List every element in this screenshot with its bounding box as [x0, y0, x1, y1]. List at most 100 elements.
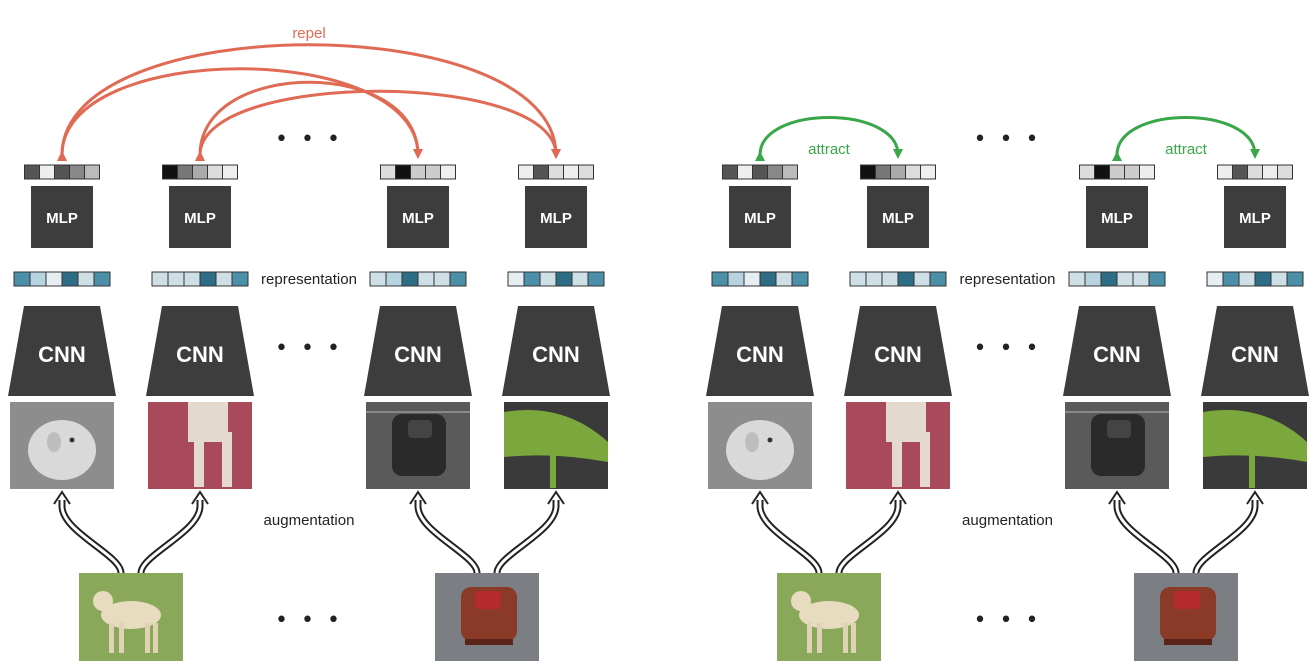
projection-cell [39, 164, 55, 180]
representation-cell [571, 271, 589, 287]
projection-cell [207, 164, 223, 180]
mlp-label: MLP [540, 210, 572, 227]
projection-cell [425, 164, 441, 180]
augmented-view-image [846, 402, 950, 489]
mlp-block [867, 186, 929, 248]
ellipsis-bottom: • • • [275, 608, 343, 633]
chair-shape [1091, 414, 1145, 476]
projection-cell [782, 164, 798, 180]
dog-shape [726, 420, 794, 480]
augmented-view-image [10, 402, 114, 489]
cnn-block [146, 306, 254, 396]
representation-cell [61, 271, 79, 287]
attract-arc [754, 116, 903, 162]
projection-cell [578, 164, 594, 180]
cnn-block [844, 306, 952, 396]
projection-cell [920, 164, 936, 180]
augmentation-arrowhead [409, 490, 427, 505]
augmentation-arrow-inner [758, 500, 821, 574]
repel-label: repel [292, 25, 325, 42]
representation-cell [775, 271, 793, 287]
representation-cell [507, 271, 525, 287]
augmentation-arrow-outer [493, 500, 560, 574]
dog-head-shape [791, 591, 811, 611]
dog-leg-shape [817, 623, 822, 653]
projection-cell [533, 164, 549, 180]
projection-cell [563, 164, 579, 180]
cnn-block [1201, 306, 1309, 396]
cnn-block [1063, 306, 1171, 396]
representation-cell [759, 271, 777, 287]
augmentation-arrow-inner [416, 500, 479, 574]
augmentation-arrowhead [751, 490, 769, 505]
projection-cell [54, 164, 70, 180]
source-image [79, 573, 183, 661]
representation-cell [897, 271, 915, 287]
projection-cell [222, 164, 238, 180]
cnn-label: CNN [532, 342, 580, 367]
representation-cell [711, 271, 729, 287]
representation-cell [13, 271, 31, 287]
projection-cell [1124, 164, 1140, 180]
representation-cell [183, 271, 201, 287]
attract-label: attract [808, 141, 851, 158]
projection-cell [177, 164, 193, 180]
projection-cell [1079, 164, 1095, 180]
augmentation-arrow-inner [837, 500, 900, 574]
dog-leg-shape [194, 432, 204, 487]
augmentation-arrow-outer [137, 500, 204, 574]
representation-cell [849, 271, 867, 287]
projection-cell [737, 164, 753, 180]
representation-cell [417, 271, 435, 287]
representation-cell [587, 271, 605, 287]
source-image [1134, 573, 1238, 661]
projection-cell [1109, 164, 1125, 180]
source-image [435, 573, 539, 661]
projection-cell [395, 164, 411, 180]
representation-cell [727, 271, 745, 287]
augmentation-arrowhead [1246, 490, 1264, 505]
mlp-block [1224, 186, 1286, 248]
augmentation-label: augmentation [264, 512, 355, 529]
projection-cell [1217, 164, 1233, 180]
mlp-block [1086, 186, 1148, 248]
dog-head-shape [93, 591, 113, 611]
ellipsis-middle: • • • [275, 336, 343, 361]
projection-cell [860, 164, 876, 180]
chair-leg-shape [550, 454, 556, 488]
representation-cell [1132, 271, 1150, 287]
augmentation-arrow-outer [756, 500, 823, 574]
projection-cell [380, 164, 396, 180]
representation-cell [523, 271, 541, 287]
augmented-view-image [1065, 402, 1169, 489]
attract-label: attract [1165, 141, 1208, 158]
representation-cell [913, 271, 931, 287]
repel-arc [194, 80, 423, 162]
source-image [777, 573, 881, 661]
projection-cell [1232, 164, 1248, 180]
chair-base-shape [465, 639, 513, 645]
cnn-block [364, 306, 472, 396]
projection-cell [162, 164, 178, 180]
cnn-label: CNN [736, 342, 784, 367]
cnn-label: CNN [38, 342, 86, 367]
representation-cell [199, 271, 217, 287]
projection-cell [548, 164, 564, 180]
representation-cell [29, 271, 47, 287]
mlp-label: MLP [46, 210, 78, 227]
mlp-label: MLP [882, 210, 914, 227]
cnn-label: CNN [1093, 342, 1141, 367]
representation-cell [151, 271, 169, 287]
representation-cell [1084, 271, 1102, 287]
mlp-label: MLP [1101, 210, 1133, 227]
dog-leg-shape [145, 623, 150, 653]
dog-shape [28, 420, 96, 480]
chair-shape [1203, 410, 1307, 462]
augmentation-arrow-inner [139, 500, 202, 574]
dog-leg-shape [892, 432, 902, 487]
augmentation-arrow-inner [1115, 500, 1178, 574]
repel-arc [56, 43, 561, 162]
ellipsis-top: • • • [974, 127, 1042, 152]
augmentation-arrow-outer [414, 500, 481, 574]
